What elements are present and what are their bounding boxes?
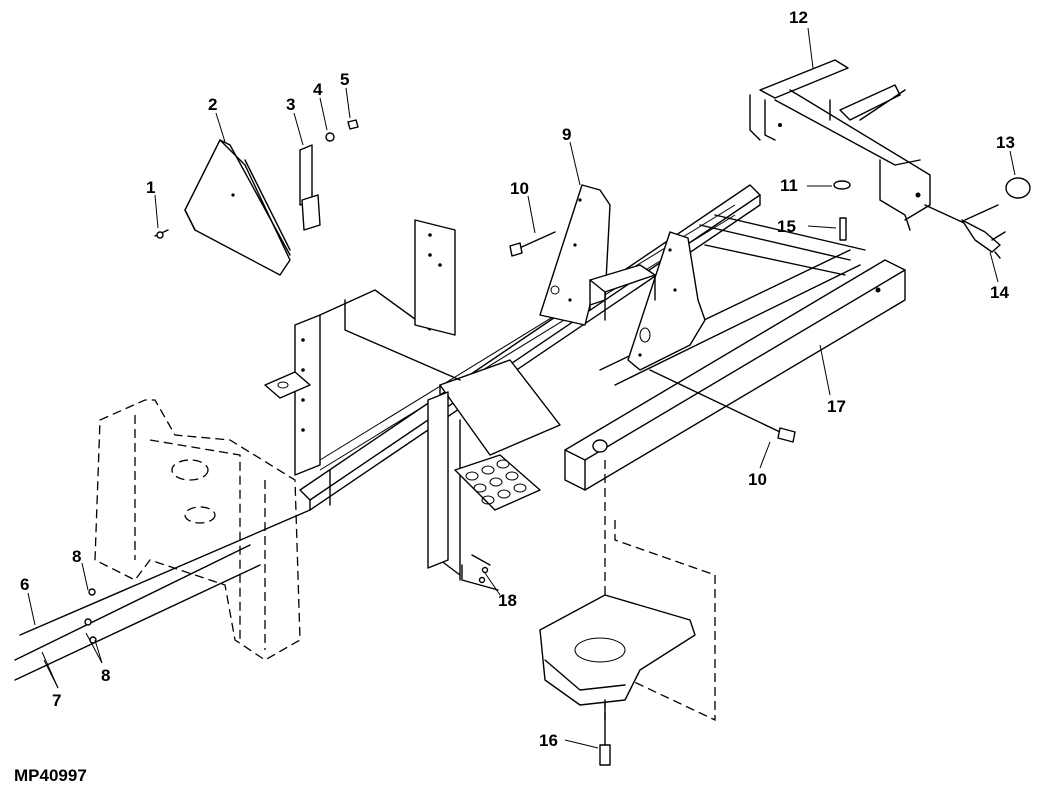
step-frame: [427, 359, 561, 581]
rear-hitch-bracket-12: [749, 59, 931, 231]
hitch-plate-assembly: [539, 460, 716, 766]
callout-18: 18: [498, 591, 517, 610]
callout-10-upper: 10: [510, 179, 529, 198]
callout-7: 7: [52, 691, 61, 710]
callout-5: 5: [340, 70, 349, 89]
callout-9: 9: [562, 125, 571, 144]
long-bolts-6-7: [14, 509, 311, 681]
side-plate-9: [539, 184, 611, 326]
washer-11: [833, 180, 851, 190]
center-block: [589, 264, 656, 321]
callout-16: 16: [539, 731, 558, 750]
bolt-10-lower: [649, 369, 796, 443]
callout-2: 2: [208, 95, 217, 114]
pin-13: [964, 177, 1031, 221]
bolts-18: [461, 554, 499, 591]
nut-5: [347, 119, 359, 130]
callout-13: 13: [996, 133, 1015, 152]
pin-14: [924, 204, 1006, 259]
callout-8-upper: 8: [72, 547, 81, 566]
callout-12: 12: [789, 8, 808, 27]
callout-numbers: 1 2 3 4 5 6 7 8 8 9 10 10 11 12 13 14 15…: [20, 8, 1015, 750]
callout-17: 17: [827, 397, 846, 416]
weight-box-2: [184, 139, 291, 276]
left-bracket-assembly: [264, 219, 461, 476]
bolt-10-upper: [509, 231, 556, 257]
callout-8-lower: 8: [101, 666, 110, 685]
washer-4: [325, 132, 335, 142]
callout-10-lower: 10: [748, 470, 767, 489]
cross-frame-17: [564, 214, 906, 491]
step-holes: [465, 459, 527, 505]
bolt-15: [839, 217, 847, 241]
callout-3: 3: [286, 95, 295, 114]
callout-6: 6: [20, 575, 29, 594]
bracket-3: [299, 144, 321, 231]
callout-15: 15: [777, 217, 796, 236]
callout-1: 1: [146, 178, 155, 197]
front-support-dashed: [94, 399, 301, 661]
leader-lines: [27, 27, 1016, 749]
callout-14: 14: [990, 283, 1009, 302]
side-plate-9b: [627, 231, 706, 371]
callout-11: 11: [780, 176, 798, 195]
bolt-1: [154, 229, 169, 239]
figure-code: MP40997: [14, 766, 87, 785]
callout-4: 4: [313, 80, 323, 99]
